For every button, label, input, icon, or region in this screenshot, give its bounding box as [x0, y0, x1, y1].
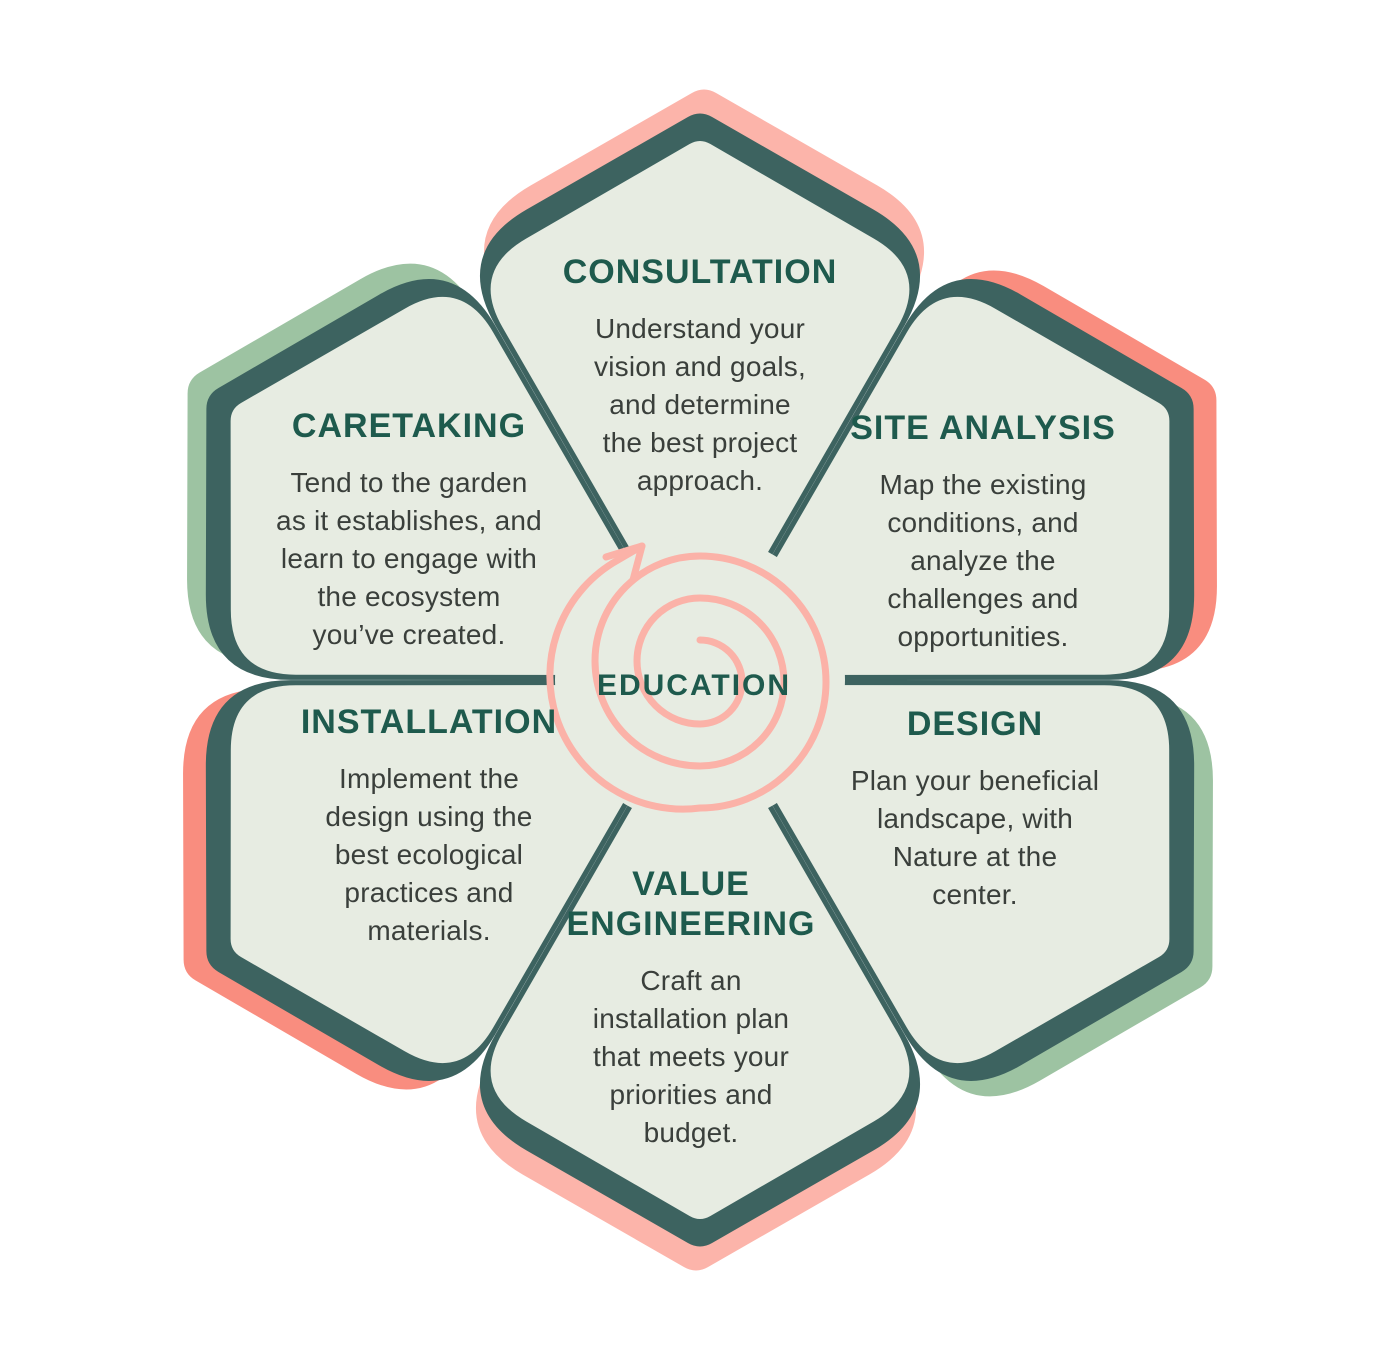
center-hub [555, 535, 845, 825]
petal-body: Implement the design using the best ecol… [325, 763, 533, 946]
petal-label-design: DESIGN Plan your beneficial landscape, w… [790, 704, 1160, 914]
petal-body: Plan your beneficial landscape, with Nat… [850, 765, 1100, 910]
petal-label-installation: INSTALLATION Implement the design using … [246, 702, 612, 950]
petal-title: VALUE ENGINEERING [566, 865, 816, 943]
spiral-arrowhead-icon [602, 542, 646, 584]
center-label-text: EDUCATION [596, 669, 792, 702]
petal-title: CONSULTATION [562, 253, 838, 291]
petal-label-caretaking: CARETAKING Tend to the garden as it esta… [226, 406, 592, 654]
center-label: EDUCATION [544, 668, 844, 704]
petal-body: Map the existing conditions, and analyze… [879, 469, 1087, 652]
petal-body: Craft an installation plan that meets yo… [592, 965, 790, 1148]
petal-title: INSTALLATION [300, 703, 558, 741]
petal-title: CARETAKING [291, 407, 527, 445]
spiral-arrow-icon [546, 542, 830, 813]
petal-title: SITE ANALYSIS [850, 409, 1116, 447]
petal-body: Understand your vision and goals, and de… [594, 313, 806, 496]
petal-body: Tend to the garden as it establishes, an… [276, 467, 542, 650]
petal-label-value-engineering: VALUE ENGINEERING Craft an installation … [508, 864, 874, 1152]
petal-label-consultation: CONSULTATION Understand your vision and … [520, 252, 880, 500]
petal-title: DESIGN [906, 705, 1044, 743]
petal-label-site-analysis: SITE ANALYSIS Map the existing condition… [800, 408, 1166, 656]
